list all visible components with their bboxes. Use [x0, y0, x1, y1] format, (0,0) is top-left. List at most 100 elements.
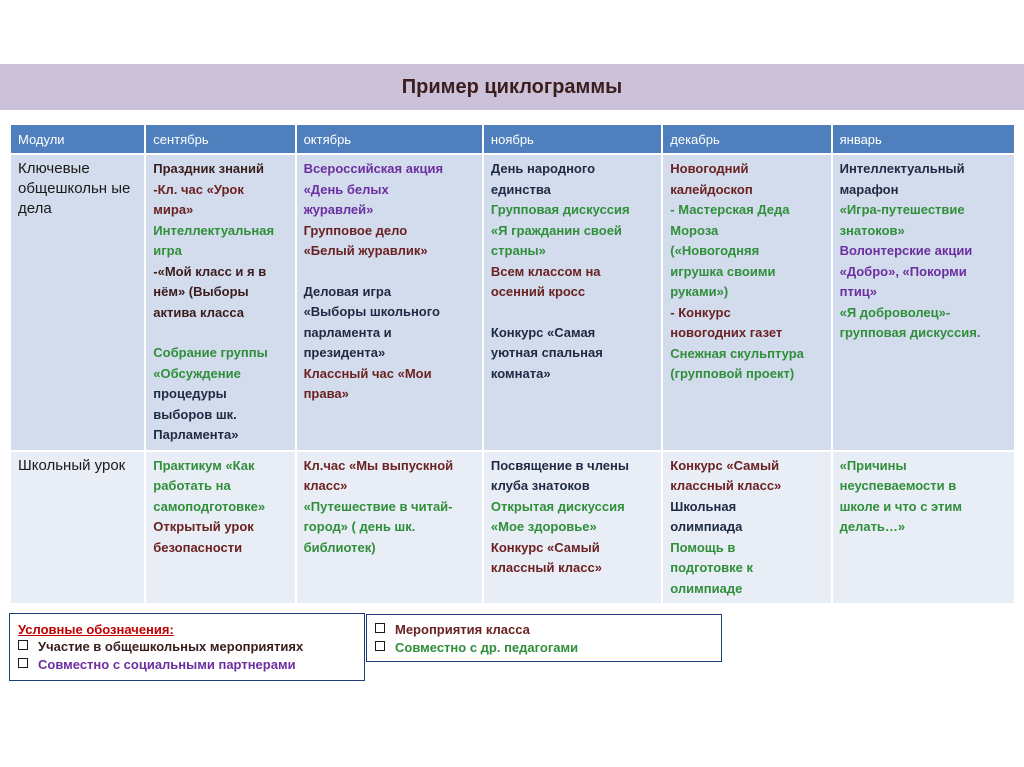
legend-label: Мероприятия класса	[395, 622, 530, 637]
checkbox-bullet-icon	[18, 640, 28, 650]
table-cell: Кл.час «Мы выпускной класс» «Путешествие в…	[296, 451, 482, 603]
cell-text-line: Классный час «Мои	[303, 365, 432, 381]
table-row: Ключевые общешкольн ые дела Праздник зна…	[11, 155, 1014, 450]
cell-text-line: Помощь в	[670, 539, 736, 555]
cell-text-line: («Новогодняя	[670, 243, 760, 258]
cell-text-line: «Обсуждение	[153, 365, 241, 381]
cell-text-line: школе и что с этим	[839, 498, 963, 514]
checkbox-bullet-icon	[18, 658, 28, 668]
cell-text-line: игра	[153, 243, 182, 258]
cell-text-line: парламента и	[303, 324, 392, 340]
cell-text-line: групповая дискуссия.	[839, 325, 981, 340]
row-header-key-events: Ключевые общешкольн ые дела	[11, 155, 145, 450]
cell-text-line: «Я доброволец»-	[839, 304, 951, 320]
legend-item: Совместно с др. педагогами	[375, 640, 578, 655]
cell-spacer	[304, 262, 475, 282]
slide-title: Пример циклограммы	[401, 76, 623, 98]
cell-text-line: библиотек)	[303, 539, 376, 555]
cell-text-line: уютная спальная	[490, 345, 603, 360]
cell-text-line: Парламента»	[153, 427, 239, 442]
cell-text-line: комната»	[490, 365, 551, 381]
cell-text-line: делать…»	[839, 519, 906, 534]
col-header-november: ноябрь	[483, 125, 662, 153]
cell-text-line: мира»	[153, 202, 194, 217]
col-header-september: сентябрь	[146, 125, 295, 153]
cell-text-line: Практикум «Как	[153, 457, 255, 473]
cell-text-line: Открытый урок	[153, 519, 254, 534]
cell-text-line: класс»	[303, 478, 348, 493]
cell-text-line: «Путешествие в читай-	[303, 498, 453, 514]
cell-text-line: калейдоскоп	[670, 181, 753, 197]
cell-text-line: Групповая дискуссия	[490, 202, 630, 217]
cell-text-line: День народного	[490, 161, 596, 176]
cell-text-line: Праздник знаний	[153, 161, 264, 176]
cell-text-line: «Игра-путешествие	[839, 202, 965, 217]
cell-text-line: работать на	[153, 478, 231, 493]
cell-text-line: самоподготовке»	[153, 498, 266, 514]
cell-text-line: «Мое здоровье»	[490, 519, 597, 534]
cell-text-line: - Конкурс	[670, 304, 731, 320]
col-header-january: январь	[832, 125, 1014, 153]
cell-text-line: права»	[303, 386, 349, 401]
cell-text-line: безопасности	[153, 539, 243, 555]
cell-text-line: - Мастерская Деда	[670, 202, 790, 217]
cell-text-line: Открытая дискуссия	[490, 498, 625, 514]
cell-text-line: Собрание группы	[153, 345, 268, 360]
cell-text-line: актива класса	[153, 304, 245, 320]
cell-text-line: клуба знатоков	[490, 478, 590, 493]
cell-text-line: -Кл. час «Урок	[153, 181, 244, 197]
cell-text-line: выборов шк.	[153, 406, 237, 422]
cell-text-line: (групповой проект)	[670, 366, 795, 381]
legend-item: Совместно с социальными партнерами	[18, 657, 296, 672]
cell-text-line: игрушка своими	[670, 263, 776, 279]
table-cell: Праздник знаний -Кл. час «Урок мира» Интелл…	[146, 155, 295, 450]
cell-text-line: подготовке к	[670, 560, 753, 575]
cell-text-line: Мороза	[670, 222, 719, 238]
cell-text-line: Школьная	[670, 498, 737, 514]
col-header-october: октябрь	[296, 125, 482, 153]
cell-text-line: Посвящение в члены	[490, 457, 629, 473]
cell-text-line: город» ( день шк.	[303, 519, 416, 534]
cell-text-line: президента»	[303, 345, 386, 360]
cell-text-line: марафон	[839, 181, 899, 197]
cell-text-line: Кл.час «Мы выпускной	[303, 457, 454, 473]
col-header-december: декабрь	[663, 125, 831, 153]
legend-item: Мероприятия класса	[375, 622, 530, 637]
legend-item: Участие в общешкольных мероприятиях	[18, 639, 303, 654]
cell-text-line: «Добро», «Покорми	[839, 263, 967, 279]
cell-text-line: «Выборы школьного	[303, 304, 440, 319]
cell-text-line: -«Мой класс и я в	[153, 263, 267, 279]
cell-text-line: олимпиаде	[670, 580, 743, 596]
cell-text-line: Конкурс «Самый	[490, 539, 600, 555]
cell-text-line: олимпиада	[670, 519, 743, 534]
cell-text-line: Групповое дело	[303, 222, 408, 238]
legend-label: Участие в общешкольных мероприятиях	[38, 639, 304, 654]
cell-text-line: Деловая игра	[303, 283, 392, 299]
legend-label: Совместно с социальными партнерами	[38, 657, 296, 672]
row-header-school-lesson: Школьный урок	[11, 451, 145, 603]
checkbox-bullet-icon	[375, 641, 385, 651]
cell-text-line: Конкурс «Самая	[490, 324, 596, 340]
cell-text-line: нём» (Выборы	[153, 284, 249, 299]
cell-text-line: процедуры	[153, 386, 227, 401]
cell-text-line: «Я гражданин своей	[490, 222, 622, 238]
cell-text-line: «Белый журавлик»	[303, 243, 428, 258]
cell-text-line: руками»)	[670, 284, 729, 299]
legend-box-right: Мероприятия класса Совместно с др. педаг…	[366, 614, 722, 662]
cell-spacer	[491, 303, 654, 323]
cell-text-line: Снежная скульптура	[670, 345, 804, 361]
table-row: Школьный урок Практикум «Как работать на с…	[11, 451, 1014, 603]
header-row: Модули сентябрь октябрь ноябрь декабрь я…	[11, 125, 1014, 153]
cell-text-line: «Причины	[839, 457, 907, 473]
cell-text-line: Всероссийская акция	[303, 161, 444, 176]
col-header-modules: Модули	[11, 125, 145, 153]
cell-text-line: Конкурс «Самый	[670, 457, 780, 473]
cell-text-line: журавлей»	[303, 202, 374, 217]
cell-text-line: Интеллектуальная	[153, 222, 275, 238]
cell-spacer	[153, 323, 287, 343]
